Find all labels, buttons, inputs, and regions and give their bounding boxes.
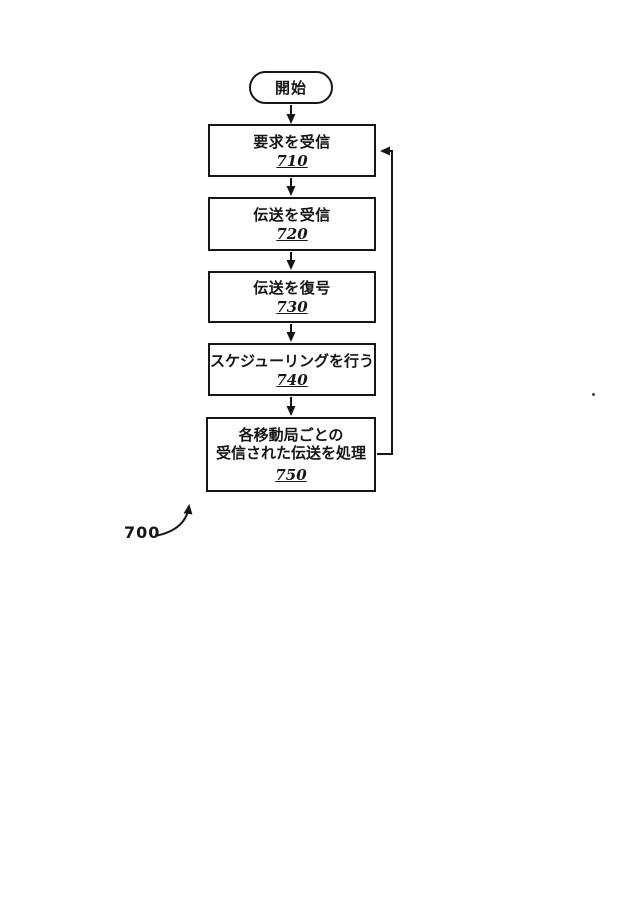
step-750-text-line1: 各移動局ごとの xyxy=(238,426,344,444)
step-730-ref: 730 xyxy=(276,298,308,316)
step-720-ref: 720 xyxy=(276,225,308,243)
speck-artifact xyxy=(592,393,595,396)
step-box-710: 要求を受信 710 xyxy=(208,124,376,177)
start-terminal: 開始 xyxy=(249,71,333,104)
step-box-730: 伝送を復号 730 xyxy=(208,271,376,323)
figure-label: 700 xyxy=(124,523,161,542)
step-box-750: 各移動局ごとの 受信された伝送を処理 750 xyxy=(206,417,376,492)
step-720-text: 伝送を受信 xyxy=(253,206,331,224)
step-730-text: 伝送を復号 xyxy=(253,279,331,297)
step-740-ref: 740 xyxy=(276,370,308,389)
step-750-ref: 750 xyxy=(275,466,307,484)
start-terminal-label: 開始 xyxy=(274,79,307,97)
step-750-text-line2: 受信された伝送を処理 xyxy=(215,444,366,462)
step-740-text: スケジューリングを行う xyxy=(210,351,374,370)
step-710-ref: 710 xyxy=(276,151,308,170)
feedback-arrow-750-to-710 xyxy=(377,146,393,455)
step-box-720: 伝送を受信 720 xyxy=(208,197,376,251)
step-710-text: 要求を受信 xyxy=(253,132,331,151)
step-box-740: スケジューリングを行う 740 xyxy=(208,343,376,396)
